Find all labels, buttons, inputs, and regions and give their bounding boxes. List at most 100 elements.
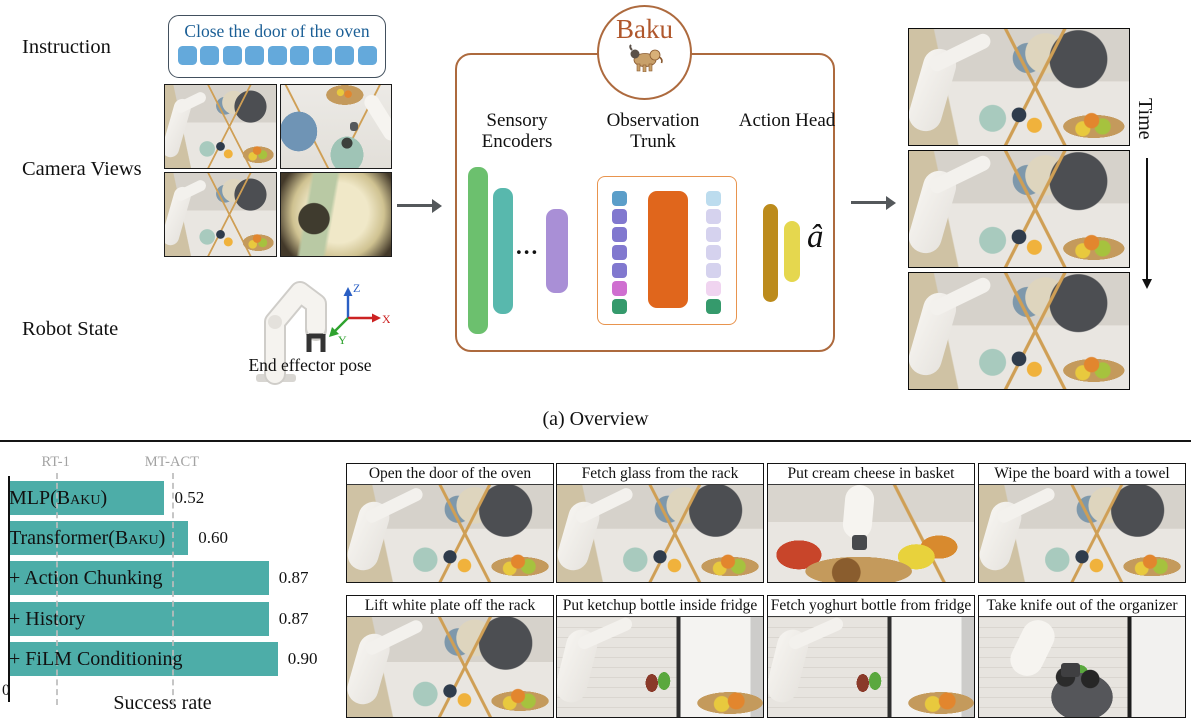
camera-view-photo [279,172,392,257]
trunk-transformer-block [648,191,688,308]
action-head-bar-yellow [784,221,800,282]
instruction-token [335,46,354,65]
trunk-token [706,263,721,278]
trunk-token [706,209,721,224]
trunk-token [706,227,721,242]
trunk-token [612,209,627,224]
task-card: Wipe the board with a towel [978,463,1186,583]
side-view-robot-kitchen-2 [165,173,276,256]
xyz-axes-icon: Z X Y [329,281,390,346]
chart-bar-value-label: 0.52 [174,488,205,507]
baku-creature-icon [628,44,663,73]
robot-at-oven [347,485,553,582]
task-caption: Wipe the board with a towel [979,464,1185,485]
chart-origin-tick: 0 [2,682,10,699]
robot-wiping-board [979,485,1185,582]
side-view-robot-kitchen [909,273,1129,389]
axis-z-label: Z [353,281,360,295]
chart-bar-value-label: 0.60 [198,528,229,548]
instruction-token [290,46,309,65]
chart-bar-value-label: 0.87 [278,608,309,628]
instruction-token-row [169,46,385,65]
trunk-token [706,281,721,296]
action-head-bar-gold [763,204,778,302]
instruction-token [200,46,219,65]
task-caption: Put ketchup bottle inside fridge [557,596,763,617]
robot-at-open-fridge [768,617,974,717]
baku-name: Baku [616,14,673,44]
encoder-bar-green [468,167,488,334]
camera-view-photo [164,172,277,257]
end-effector-pose-caption: End effector pose [248,355,372,375]
instruction-token [267,46,287,65]
arrow-inputs-to-model-icon [397,198,442,213]
robot-at-knife-organizer [979,617,1185,717]
chart-reference-line [55,473,58,705]
section-divider [0,440,1191,442]
top-down-view-kitchen [280,85,391,168]
task-card: Fetch yoghurt bottle from fridge [767,595,975,718]
trunk-token [706,191,721,206]
chart-bar-value-label: 0.87 [278,568,309,588]
task-caption: Fetch glass from the rack [557,464,763,485]
chart-bar-category-label: + FiLM Conditioning [9,647,183,670]
side-view-robot-kitchen [165,85,276,168]
time-axis-label: Time [1134,98,1156,140]
arrow-model-to-rollout-icon [851,195,896,210]
chart-bar [9,601,269,636]
chart-bar-category-label: + Action Chunking [9,567,163,590]
camera-view-photo [164,84,277,169]
camera-views-grid [164,84,392,257]
task-caption: Take knife out of the organizer [979,596,1185,617]
chart-reference-line [171,473,174,705]
task-caption: Open the door of the oven [347,464,553,485]
row-label-robot-state: Robot State [22,318,119,340]
chart-reference-label: MT-ACT [144,454,200,470]
trunk-token [612,191,627,206]
trunk-input-tokens [612,191,627,314]
column-header-sensory-encoders: Sensory Encoders [481,110,553,153]
chart-y-axis [8,476,10,702]
task-card: Put cream cheese in basket [767,463,975,583]
chart-bar [9,641,278,676]
camera-view-photo [279,84,392,169]
trunk-token [612,263,627,278]
column-header-observation-trunk: Observation Trunk [606,110,700,153]
task-card: Take knife out of the organizer [978,595,1186,718]
predicted-action-symbol: â [807,219,824,255]
task-card: Fetch glass from the rack [556,463,764,583]
column-header-action-head: Action Head [738,110,836,131]
task-card: Open the door of the oven [346,463,554,583]
trunk-output-tokens [706,191,721,314]
robot-arm-illustration [256,281,327,385]
chart-bar-value-label: 0.90 [287,648,318,668]
axis-x-label: X [382,312,390,326]
instruction-box: Close the door of the oven [168,15,386,78]
chart-bar [9,521,189,556]
chart-bar-category-label: MLP(Baku) [9,487,108,509]
trunk-token [612,227,627,242]
baku-logo: Baku [597,5,692,100]
side-view-robot-kitchen [909,29,1129,145]
rollout-stack [908,28,1130,390]
axis-y-label: Y [338,333,347,346]
rollout-frame [908,150,1130,268]
task-card: Lift white plate off the rack [346,595,554,718]
chart-bar-category-label: Transformer(Baku) [9,527,166,550]
trunk-token [612,281,627,296]
row-label-camera-views: Camera Views [22,158,142,180]
chart-bar [9,481,165,515]
instruction-token [357,46,377,65]
robot-over-basket [768,485,974,582]
task-card: Put ketchup bottle inside fridge [556,595,764,718]
robot-at-fridge [557,617,763,717]
chart-x-axis-label: Success rate [113,692,212,714]
chart-reference-label: RT-1 [41,454,70,470]
task-caption: Put cream cheese in basket [768,464,974,485]
robot-lifting-plate [347,617,553,717]
chart-bar [9,561,269,596]
encoders-ellipsis: ... [516,234,540,259]
instruction-token [245,46,264,65]
